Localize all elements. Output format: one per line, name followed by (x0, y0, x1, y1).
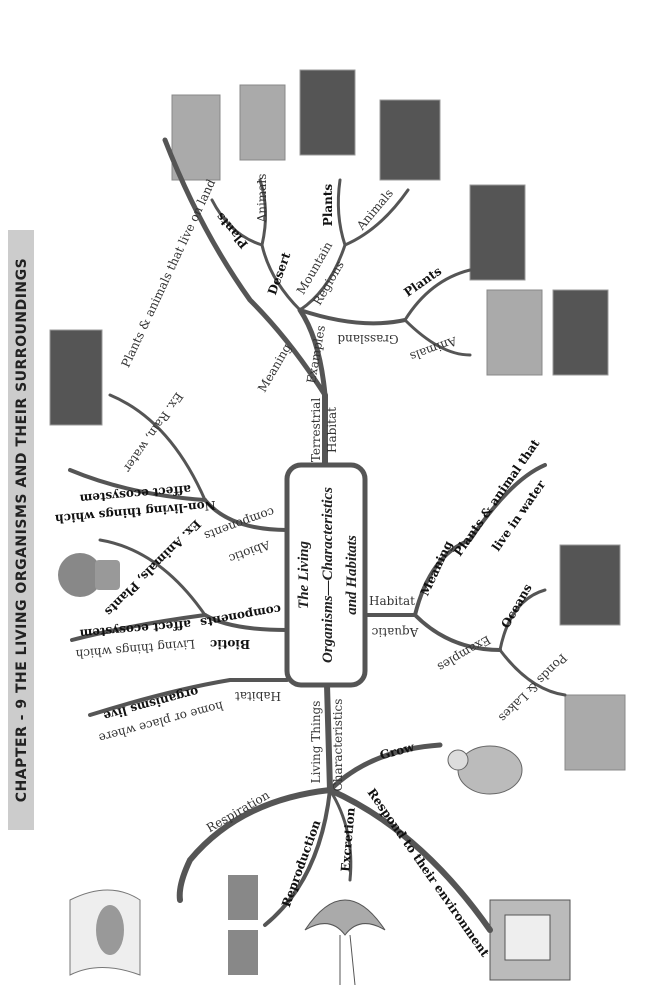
aquatic-label: Aquatic (371, 625, 419, 639)
characteristics-label: Characteristics (331, 699, 345, 792)
desert-animal-photo (239, 84, 286, 161)
central-title-line1: The Living (296, 541, 312, 609)
grassland-animals-label: Animals (408, 333, 460, 363)
respiration-label: Respiration (204, 788, 272, 835)
terrestrial-label: Terrestrial (309, 398, 323, 462)
aquatic-meaning-label: Meaning (418, 538, 456, 598)
grassland-animal-photo-1 (486, 289, 543, 376)
grassland-animal-photo-2 (552, 289, 609, 376)
central-title-line2: Organisms—Characteristics (320, 487, 336, 663)
mountain-plant-photo (299, 69, 356, 156)
kidney-diagram (304, 899, 386, 986)
central-title-line3: and Habitats (344, 535, 360, 615)
reproduction-label: Reproduction (279, 818, 324, 909)
terrestrial-meaning-text: Plants & animals that live on land (118, 177, 218, 370)
mountain-plants-label: Plants (321, 184, 335, 227)
grow-label: Grow (378, 740, 416, 763)
aquatic-habitat-label: Habitat (369, 594, 415, 608)
desert-plant-photo (171, 94, 221, 181)
excretion-label: Excretion (338, 807, 358, 873)
snake-photo (559, 544, 621, 626)
respond-label: Respond to their environment (365, 786, 493, 960)
desert-label: Desert (265, 250, 293, 297)
biotic-description-2: affect ecosystem (79, 617, 192, 641)
abiotic-label: Abiotic (227, 538, 273, 566)
grassland-plants-label: Plants (401, 264, 444, 300)
desert-animals-label: Animals (255, 174, 269, 224)
terrestrial-habitat-label: Habitat (325, 407, 339, 453)
branches (68, 137, 567, 933)
mountain-animal-photo (379, 99, 441, 181)
habitat-label: Habitat (235, 689, 281, 703)
living-things-label: Living Things (309, 701, 323, 784)
grassland-plant-photo (469, 184, 526, 281)
chapter-title: CHAPTER - 9 THE LIVING ORGANISMS AND THE… (14, 258, 30, 802)
rain-photo (49, 329, 103, 426)
frog-plant-images (228, 875, 258, 975)
potted-plant-image (58, 553, 120, 597)
ponds-lakes-label: Ponds & Lakes (496, 651, 570, 725)
abiotic-example: Ex. Rain, water (120, 390, 185, 475)
pond-plants-photo (564, 694, 626, 771)
biotic-label: Biotic (210, 637, 250, 651)
central-topic-box (284, 462, 368, 688)
lungs-diagram (69, 889, 141, 976)
chapter-header-band (8, 230, 34, 830)
window-image (489, 899, 571, 981)
rooster-image (447, 745, 523, 795)
terrestrial-meaning-label: Meaning (255, 341, 294, 395)
oceans-label: Oceans (498, 581, 535, 630)
aquatic-examples-label: Examples (435, 633, 493, 675)
photos (49, 69, 626, 986)
desert-plants-label: Plants (213, 210, 251, 252)
grassland-label: Grassland (337, 332, 399, 346)
